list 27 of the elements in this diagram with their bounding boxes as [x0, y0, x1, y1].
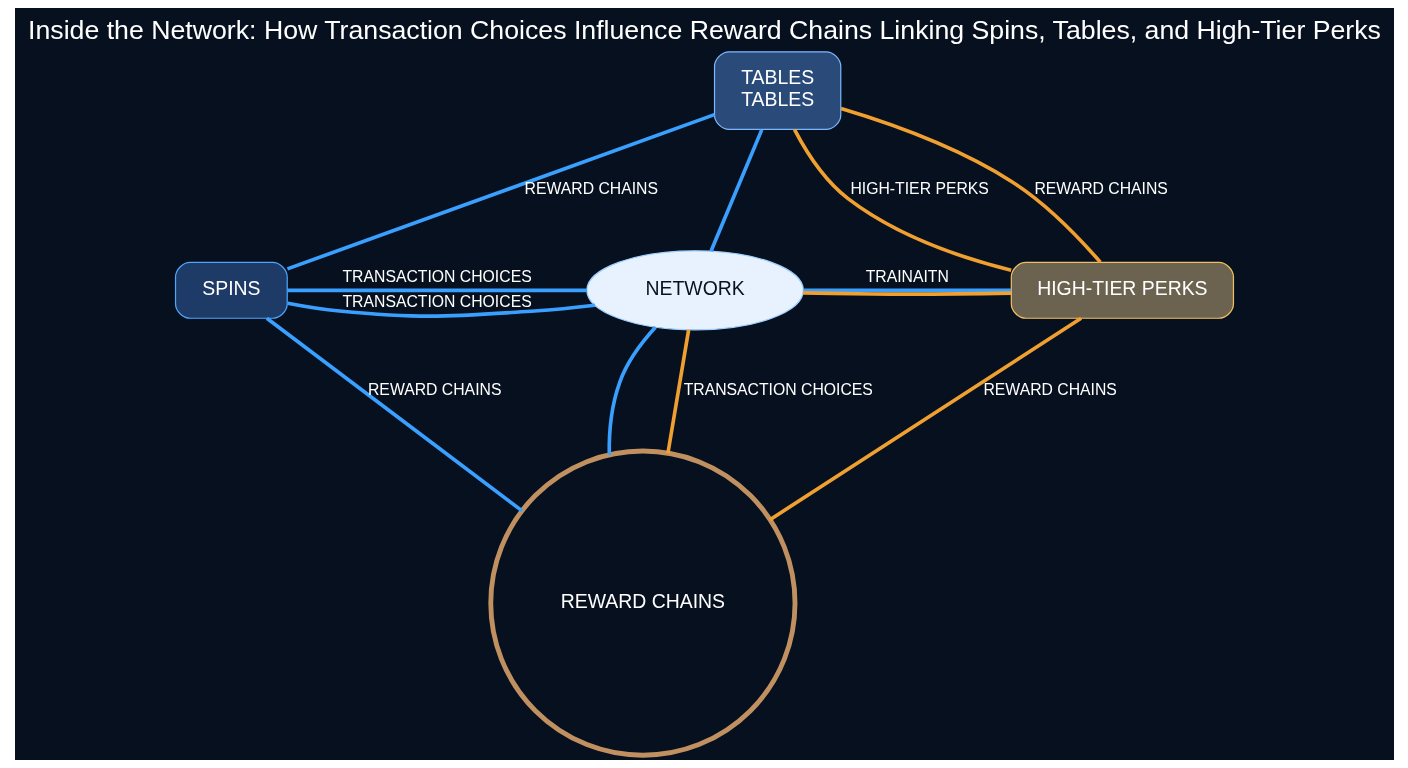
edge-label: REWARD CHAINS: [1033, 180, 1168, 198]
edge-label: HIGH-TIER PERKS: [849, 180, 989, 198]
connector: [792, 128, 1012, 272]
node-ellipse: NETWORK: [585, 250, 804, 331]
edge-label: TRAINAITN: [865, 268, 949, 286]
connector: [286, 301, 595, 318]
node-box: SPINS: [174, 261, 288, 319]
node-circle: REWARD CHAINS: [487, 448, 797, 758]
connector: [265, 316, 523, 513]
edge-label: TRANSACTION CHOICES: [683, 380, 873, 398]
edge-label: REWARD CHAINS: [524, 180, 658, 198]
edge-label: REWARD CHAINS: [367, 380, 501, 398]
edge-label: TRANSACTION CHOICES: [341, 292, 532, 310]
connector: [665, 329, 690, 454]
connector: [708, 129, 763, 252]
connector: [606, 326, 657, 455]
connector: [286, 112, 715, 271]
diagram-title: Inside the Network: How Transaction Choices Influence Reward Chains Linking Spins, Tables, and High-Tier Perks: [27, 15, 1381, 46]
connector: [286, 288, 587, 293]
edge-label: TRANSACTION CHOICES: [341, 268, 532, 286]
connector: [768, 316, 1082, 522]
connector: [840, 106, 1102, 264]
connector: [802, 288, 1011, 293]
node-box: TABLES TABLES: [713, 51, 841, 131]
edge-label: REWARD CHAINS: [982, 380, 1117, 398]
node-box: HIGH-TIER PERKS: [1010, 261, 1234, 319]
connector: [802, 291, 1011, 296]
